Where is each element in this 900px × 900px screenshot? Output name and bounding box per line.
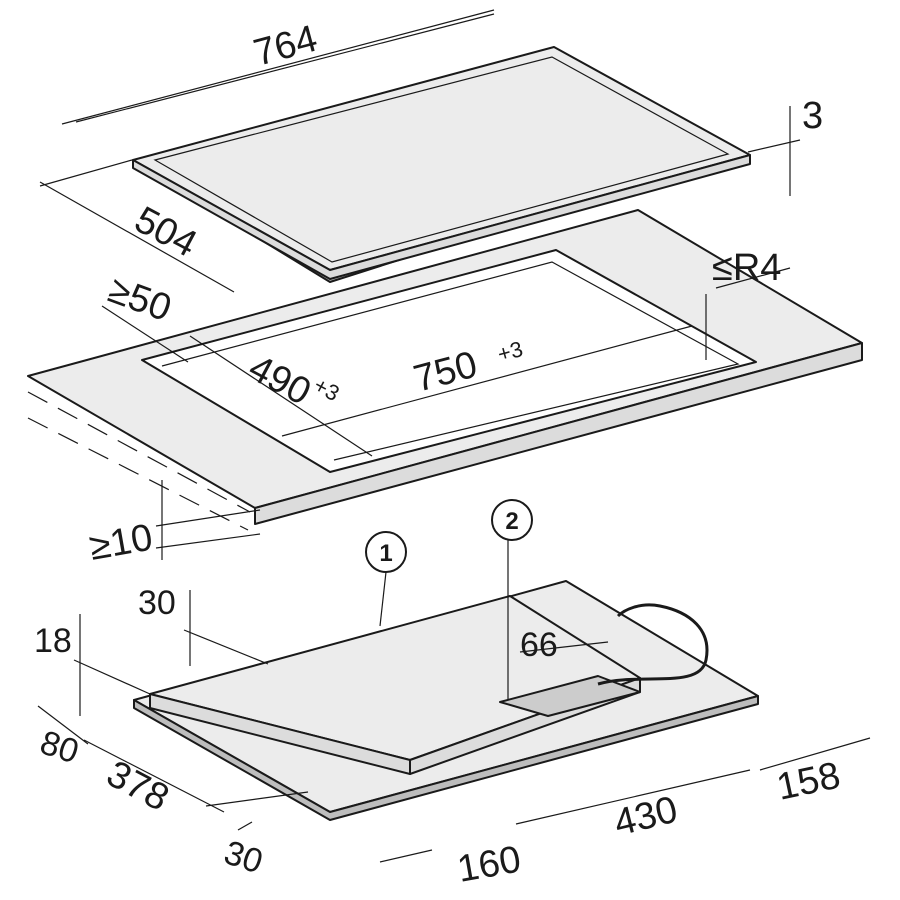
dim-worktop-clearance: ≥10 (86, 517, 155, 569)
dim-left-offset: 160 (454, 838, 524, 890)
hob-underside-assembly (133, 580, 759, 821)
callout-1: 1 (365, 531, 407, 573)
callout-1-circle (365, 531, 407, 573)
dim-body-depth: 378 (100, 753, 176, 820)
underside-plate-edge (133, 695, 759, 821)
dimension-lines (37, 9, 871, 863)
dim-front-offset: 80 (36, 723, 84, 771)
dim-edge-distance: ≥50 (103, 269, 177, 330)
dim-corner-radius: ≤R4 (712, 247, 781, 289)
dim-underside-height-1: 30 (138, 584, 176, 622)
dim-box-width: 430 (610, 789, 682, 845)
underside-body-side (149, 693, 411, 775)
power-cable (597, 603, 709, 686)
cutout-inner-wall (161, 261, 740, 461)
worktop-dash-1 (27, 391, 251, 513)
dim-hob-depth: 504 (128, 199, 204, 266)
dim-front-gap: 30 (220, 833, 268, 881)
dim-hob-thickness: 3 (802, 95, 823, 137)
worktop-assembly (27, 209, 863, 531)
hob-glass-edge (132, 154, 751, 280)
dim-cable-66: 66 (520, 626, 558, 664)
callout-2: 2 (491, 499, 533, 541)
worktop-cutout (141, 249, 757, 473)
dim-underside-height-2: 18 (34, 622, 72, 660)
hob-top-assembly (132, 46, 751, 283)
hob-inner-outline (153, 56, 730, 263)
worktop-dash-2 (27, 417, 249, 531)
worktop-front-edge (254, 342, 863, 525)
callout-1-label: 1 (379, 540, 392, 567)
callout-2-label: 2 (505, 508, 518, 535)
dim-hob-width: 764 (249, 18, 321, 75)
callout-2-circle (491, 499, 533, 541)
terminal-box (499, 675, 641, 717)
